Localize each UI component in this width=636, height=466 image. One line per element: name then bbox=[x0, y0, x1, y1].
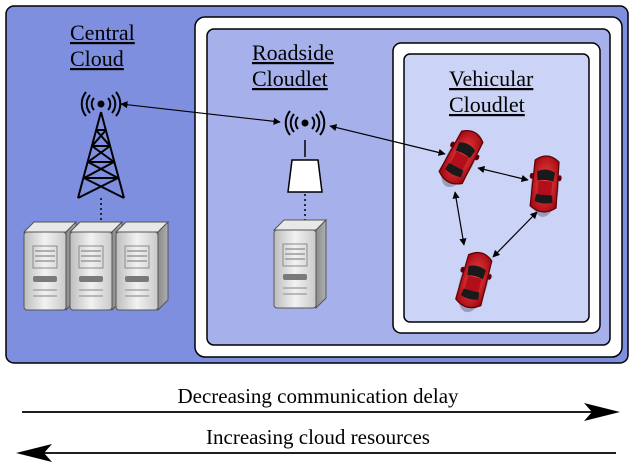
vehicular-cloudlet-label-line2: Cloudlet bbox=[449, 92, 525, 117]
server-icon bbox=[115, 221, 169, 311]
central-roadside-link bbox=[120, 101, 281, 125]
server-icon bbox=[69, 221, 123, 311]
central-cloud-label-line2: Cloud bbox=[70, 46, 124, 71]
increasing-resources-label: Increasing cloud resources bbox=[206, 425, 430, 449]
arrow-icon bbox=[16, 444, 52, 462]
roadside-cloudlet-label-line2: Cloudlet bbox=[252, 66, 328, 91]
vehicle-link-1-2 bbox=[477, 166, 529, 182]
vehicular-cloudlet-label-line1: Vehicular bbox=[449, 66, 534, 91]
vehicle-link-1-3 bbox=[452, 191, 467, 246]
roadside-cloudlet-label-line1: Roadside bbox=[252, 40, 334, 65]
central-cloud-label-line1: Central bbox=[70, 20, 135, 45]
vehicle-link-2-3 bbox=[492, 211, 538, 258]
access-point-icon bbox=[287, 159, 323, 193]
vehicular-cloudlet-region bbox=[403, 53, 590, 323]
roadside-vehicle-link bbox=[329, 124, 446, 156]
server-icon bbox=[273, 219, 327, 309]
arrow-icon bbox=[584, 403, 620, 421]
server-icon bbox=[23, 221, 77, 311]
decreasing-delay-label: Decreasing communication delay bbox=[177, 384, 459, 408]
antenna-tower-icon bbox=[77, 111, 125, 199]
